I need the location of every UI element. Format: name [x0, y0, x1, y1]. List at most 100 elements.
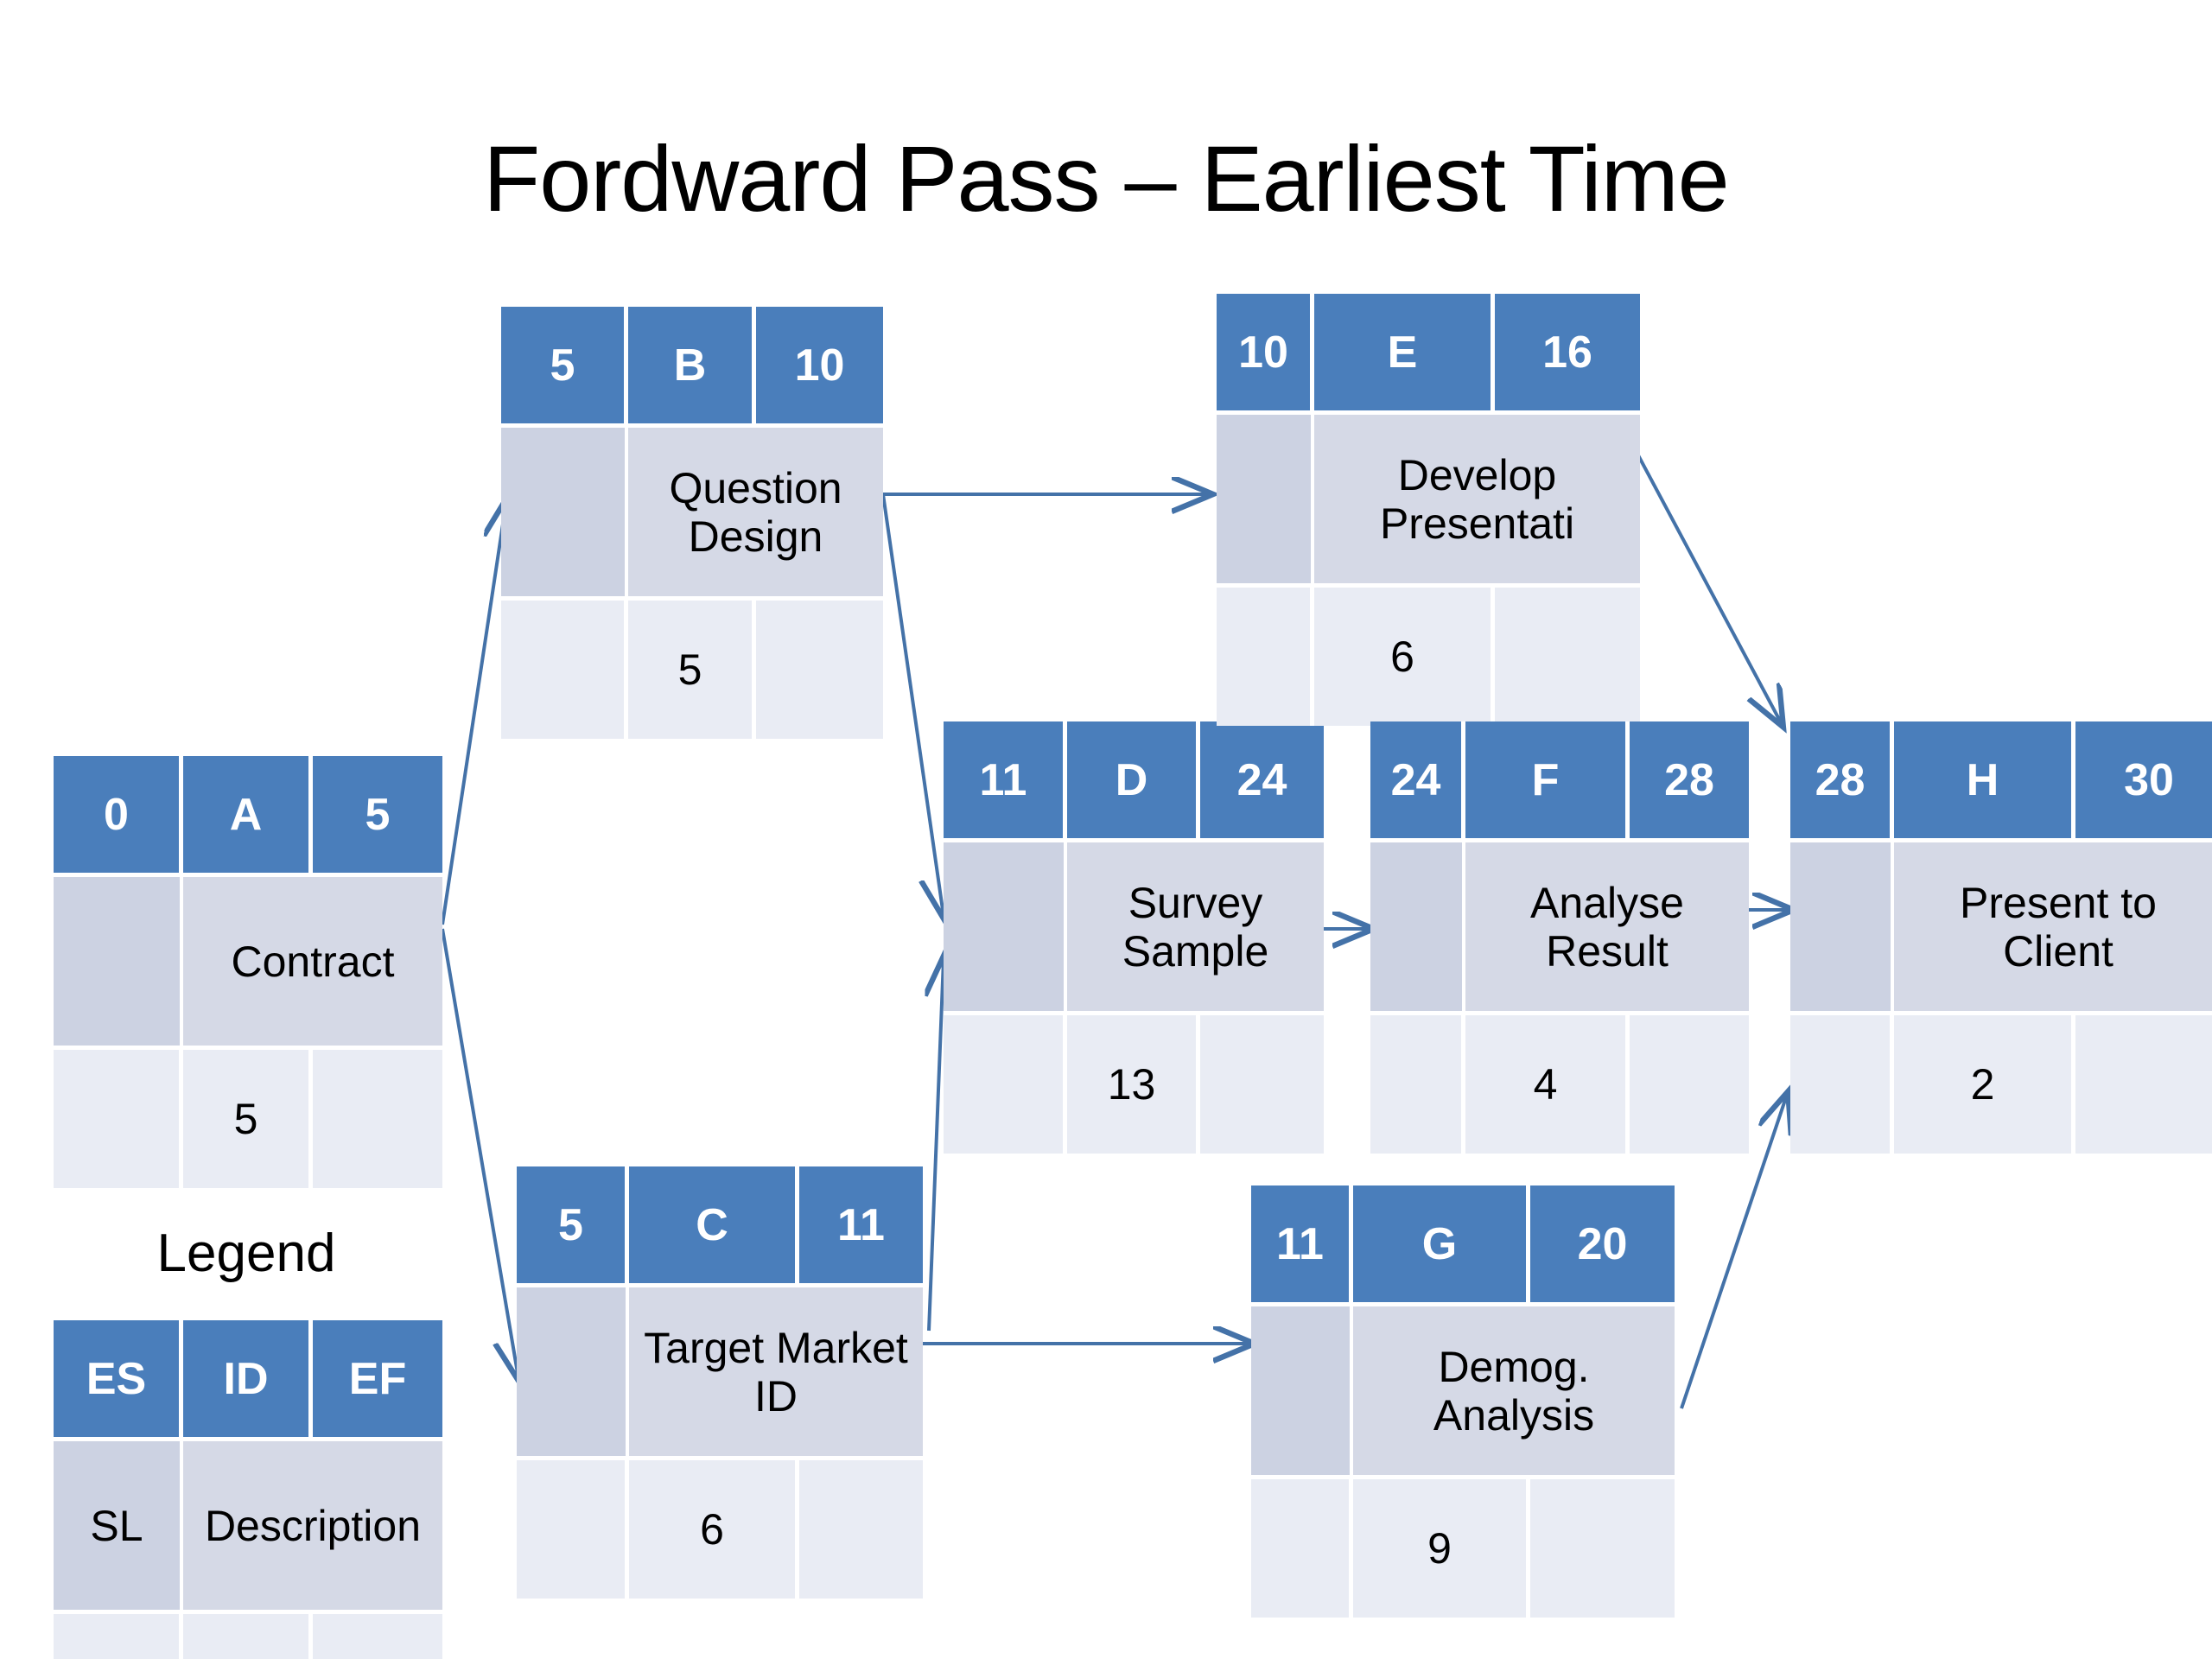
node-c[interactable]: 5 C 11 Target Market ID 6 — [517, 1166, 923, 1599]
node-e-ls — [1217, 588, 1314, 726]
node-g-es: 11 — [1251, 1185, 1353, 1302]
node-d-description: Survey Sample — [1067, 842, 1324, 1011]
node-c-id: C — [629, 1166, 799, 1283]
node-h-desc-row: Present to Client — [1790, 842, 2212, 1011]
node-g-id: G — [1353, 1185, 1530, 1302]
node-e-dur-row: 6 — [1217, 588, 1640, 726]
node-c-ef: 11 — [799, 1166, 923, 1283]
node-g-desc-row: Demog. Analysis — [1251, 1306, 1675, 1475]
legend-header-row: ES ID EF — [54, 1320, 442, 1437]
node-e[interactable]: 10 E 16 Develop Presentati 6 — [1217, 294, 1640, 726]
legend-es-label: ES — [54, 1320, 183, 1437]
edge-a-to-c — [441, 928, 518, 1378]
node-a-description: Contract — [183, 877, 442, 1046]
node-d-header: 11 D 24 — [944, 721, 1324, 838]
node-d-es: 11 — [944, 721, 1067, 838]
node-e-duration: 6 — [1314, 588, 1495, 726]
edge-c-to-g — [917, 1287, 1251, 1344]
node-a-desc-row: Contract — [54, 877, 442, 1046]
node-f-description: Analyse Result — [1465, 842, 1749, 1011]
node-e-desc-row: Develop Presentati — [1217, 415, 1640, 583]
node-h-duration: 2 — [1894, 1015, 2075, 1154]
node-h-ls — [1790, 1015, 1894, 1154]
node-c-duration: 6 — [629, 1460, 799, 1599]
node-h-slack — [1790, 842, 1894, 1011]
node-f-duration: 4 — [1465, 1015, 1630, 1154]
legend-ef-label: EF — [313, 1320, 442, 1437]
node-c-dur-row: 6 — [517, 1460, 923, 1599]
node-b-dur-row: 5 — [501, 601, 883, 739]
node-g[interactable]: 11 G 20 Demog. Analysis 9 — [1251, 1185, 1675, 1618]
node-f-id: F — [1465, 721, 1630, 838]
node-d[interactable]: 11 D 24 Survey Sample 13 — [944, 721, 1324, 1154]
node-f-es: 24 — [1370, 721, 1465, 838]
node-c-lf — [799, 1460, 923, 1599]
node-e-ef: 16 — [1495, 294, 1640, 410]
node-f-header: 24 F 28 — [1370, 721, 1749, 838]
node-b-ef: 10 — [756, 307, 883, 423]
node-d-dur-row: 13 — [944, 1015, 1324, 1154]
legend-desc-row: SL Description — [54, 1441, 442, 1610]
node-b[interactable]: 5 B 10 Question Design 5 — [501, 307, 883, 739]
node-b-slack — [501, 428, 628, 596]
node-g-slack — [1251, 1306, 1353, 1475]
node-a-dur-row: 5 — [54, 1050, 442, 1188]
node-h-id: H — [1894, 721, 2075, 838]
node-g-description: Demog. Analysis — [1353, 1306, 1675, 1475]
node-a-ef: 5 — [313, 756, 442, 873]
node-f[interactable]: 24 F 28 Analyse Result 4 — [1370, 721, 1749, 1154]
node-e-slack — [1217, 415, 1314, 583]
node-e-header: 10 E 16 — [1217, 294, 1640, 410]
edge-a-to-b — [441, 501, 506, 925]
node-g-header: 11 G 20 — [1251, 1185, 1675, 1302]
node-a-duration: 5 — [183, 1050, 313, 1188]
node-c-description: Target Market ID — [629, 1287, 923, 1456]
node-g-duration: 9 — [1353, 1479, 1530, 1618]
node-a[interactable]: 0 A 5 Contract 5 — [54, 756, 442, 1188]
page-title: Fordward Pass – Earliest Time — [483, 126, 1730, 231]
edge-b-to-d — [881, 493, 944, 916]
legend-lf-label: LF — [313, 1614, 442, 1659]
node-b-es: 5 — [501, 307, 628, 423]
legend-caption: Legend — [156, 1224, 336, 1283]
node-h-description: Present to Client — [1894, 842, 2212, 1011]
node-a-slack — [54, 877, 183, 1046]
node-b-ls — [501, 601, 628, 739]
node-e-description: Develop Presentati — [1314, 415, 1640, 583]
node-d-ef: 24 — [1200, 721, 1324, 838]
node-h[interactable]: 28 H 30 Present to Client 2 — [1790, 721, 2212, 1154]
node-a-header: 0 A 5 — [54, 756, 442, 873]
node-f-ef: 28 — [1630, 721, 1749, 838]
node-d-ls — [944, 1015, 1067, 1154]
node-a-id: A — [183, 756, 313, 873]
node-c-header: 5 C 11 — [517, 1166, 923, 1283]
node-h-ef: 30 — [2075, 721, 2212, 838]
node-c-ls — [517, 1460, 629, 1599]
node-g-dur-row: 9 — [1251, 1479, 1675, 1618]
node-d-id: D — [1067, 721, 1200, 838]
node-c-desc-row: Target Market ID — [517, 1287, 923, 1456]
node-e-es: 10 — [1217, 294, 1314, 410]
node-e-lf — [1495, 588, 1640, 726]
node-f-lf — [1630, 1015, 1749, 1154]
node-f-ls — [1370, 1015, 1465, 1154]
edge-c-to-d — [929, 959, 944, 1332]
node-e-id: E — [1314, 294, 1495, 410]
node-c-es: 5 — [517, 1166, 629, 1283]
legend-description-label: Description — [183, 1441, 442, 1610]
node-d-desc-row: Survey Sample — [944, 842, 1324, 1011]
node-g-ef: 20 — [1530, 1185, 1675, 1302]
node-f-dur-row: 4 — [1370, 1015, 1749, 1154]
node-f-slack — [1370, 842, 1465, 1011]
node-b-description: Question Design — [628, 428, 883, 596]
node-h-header: 28 H 30 — [1790, 721, 2212, 838]
node-d-slack — [944, 842, 1067, 1011]
node-d-duration: 13 — [1067, 1015, 1200, 1154]
node-g-lf — [1530, 1479, 1675, 1618]
legend-box: ES ID EF SL Description LS Dur LF — [54, 1320, 442, 1659]
node-c-slack — [517, 1287, 629, 1456]
node-h-lf — [2075, 1015, 2212, 1154]
node-f-desc-row: Analyse Result — [1370, 842, 1749, 1011]
node-d-lf — [1200, 1015, 1324, 1154]
